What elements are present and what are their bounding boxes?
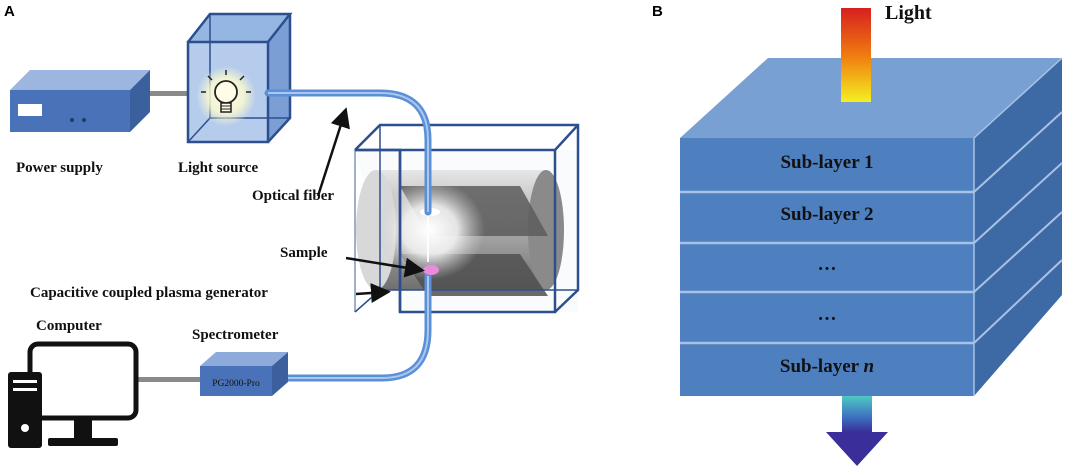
sample-arrow <box>345 256 425 278</box>
plasma-generator-label: Capacitive coupled plasma generator <box>30 285 268 301</box>
sublayer-2-label: Sub-layer 2 <box>780 204 874 225</box>
sublayer-stack <box>680 57 1063 396</box>
panel-a-letter: A <box>4 3 15 20</box>
computer-label: Computer <box>36 318 102 334</box>
incoming-light-bar <box>841 8 871 102</box>
sublayer-1-label: Sub-layer 1 <box>780 152 874 173</box>
outgoing-light-arrow <box>826 396 888 466</box>
sublayer-n-label: Sub-layer n <box>680 356 974 378</box>
computer-icon <box>8 341 139 448</box>
spectrometer-label: Spectrometer <box>192 327 279 343</box>
spectrometer-device <box>200 352 288 396</box>
data-cable <box>138 377 200 382</box>
lightbulb-icon <box>196 66 256 126</box>
power-supply-device <box>10 70 150 132</box>
sublayer-ellipsis-2: … <box>817 304 837 325</box>
power-cable <box>150 91 188 96</box>
sublayer-n-index: n <box>863 356 875 377</box>
optical-fiber-label: Optical fiber <box>252 188 335 204</box>
plasma-generator-arrow <box>355 283 391 303</box>
spectrometer-model-label: PG2000-Pro <box>212 379 260 389</box>
sublayer-ellipsis-1: … <box>817 254 837 275</box>
optical-fiber-arrow <box>316 107 350 197</box>
power-supply-label: Power supply <box>16 160 103 176</box>
sublayer-n-prefix: Sub-layer <box>779 356 864 377</box>
panel-b-letter: B <box>652 3 663 20</box>
light-source-label: Light source <box>178 160 259 176</box>
light-label: Light <box>885 2 932 24</box>
sample-label: Sample <box>280 245 328 261</box>
sample-dot <box>423 265 439 275</box>
plasma-generator <box>354 123 580 314</box>
